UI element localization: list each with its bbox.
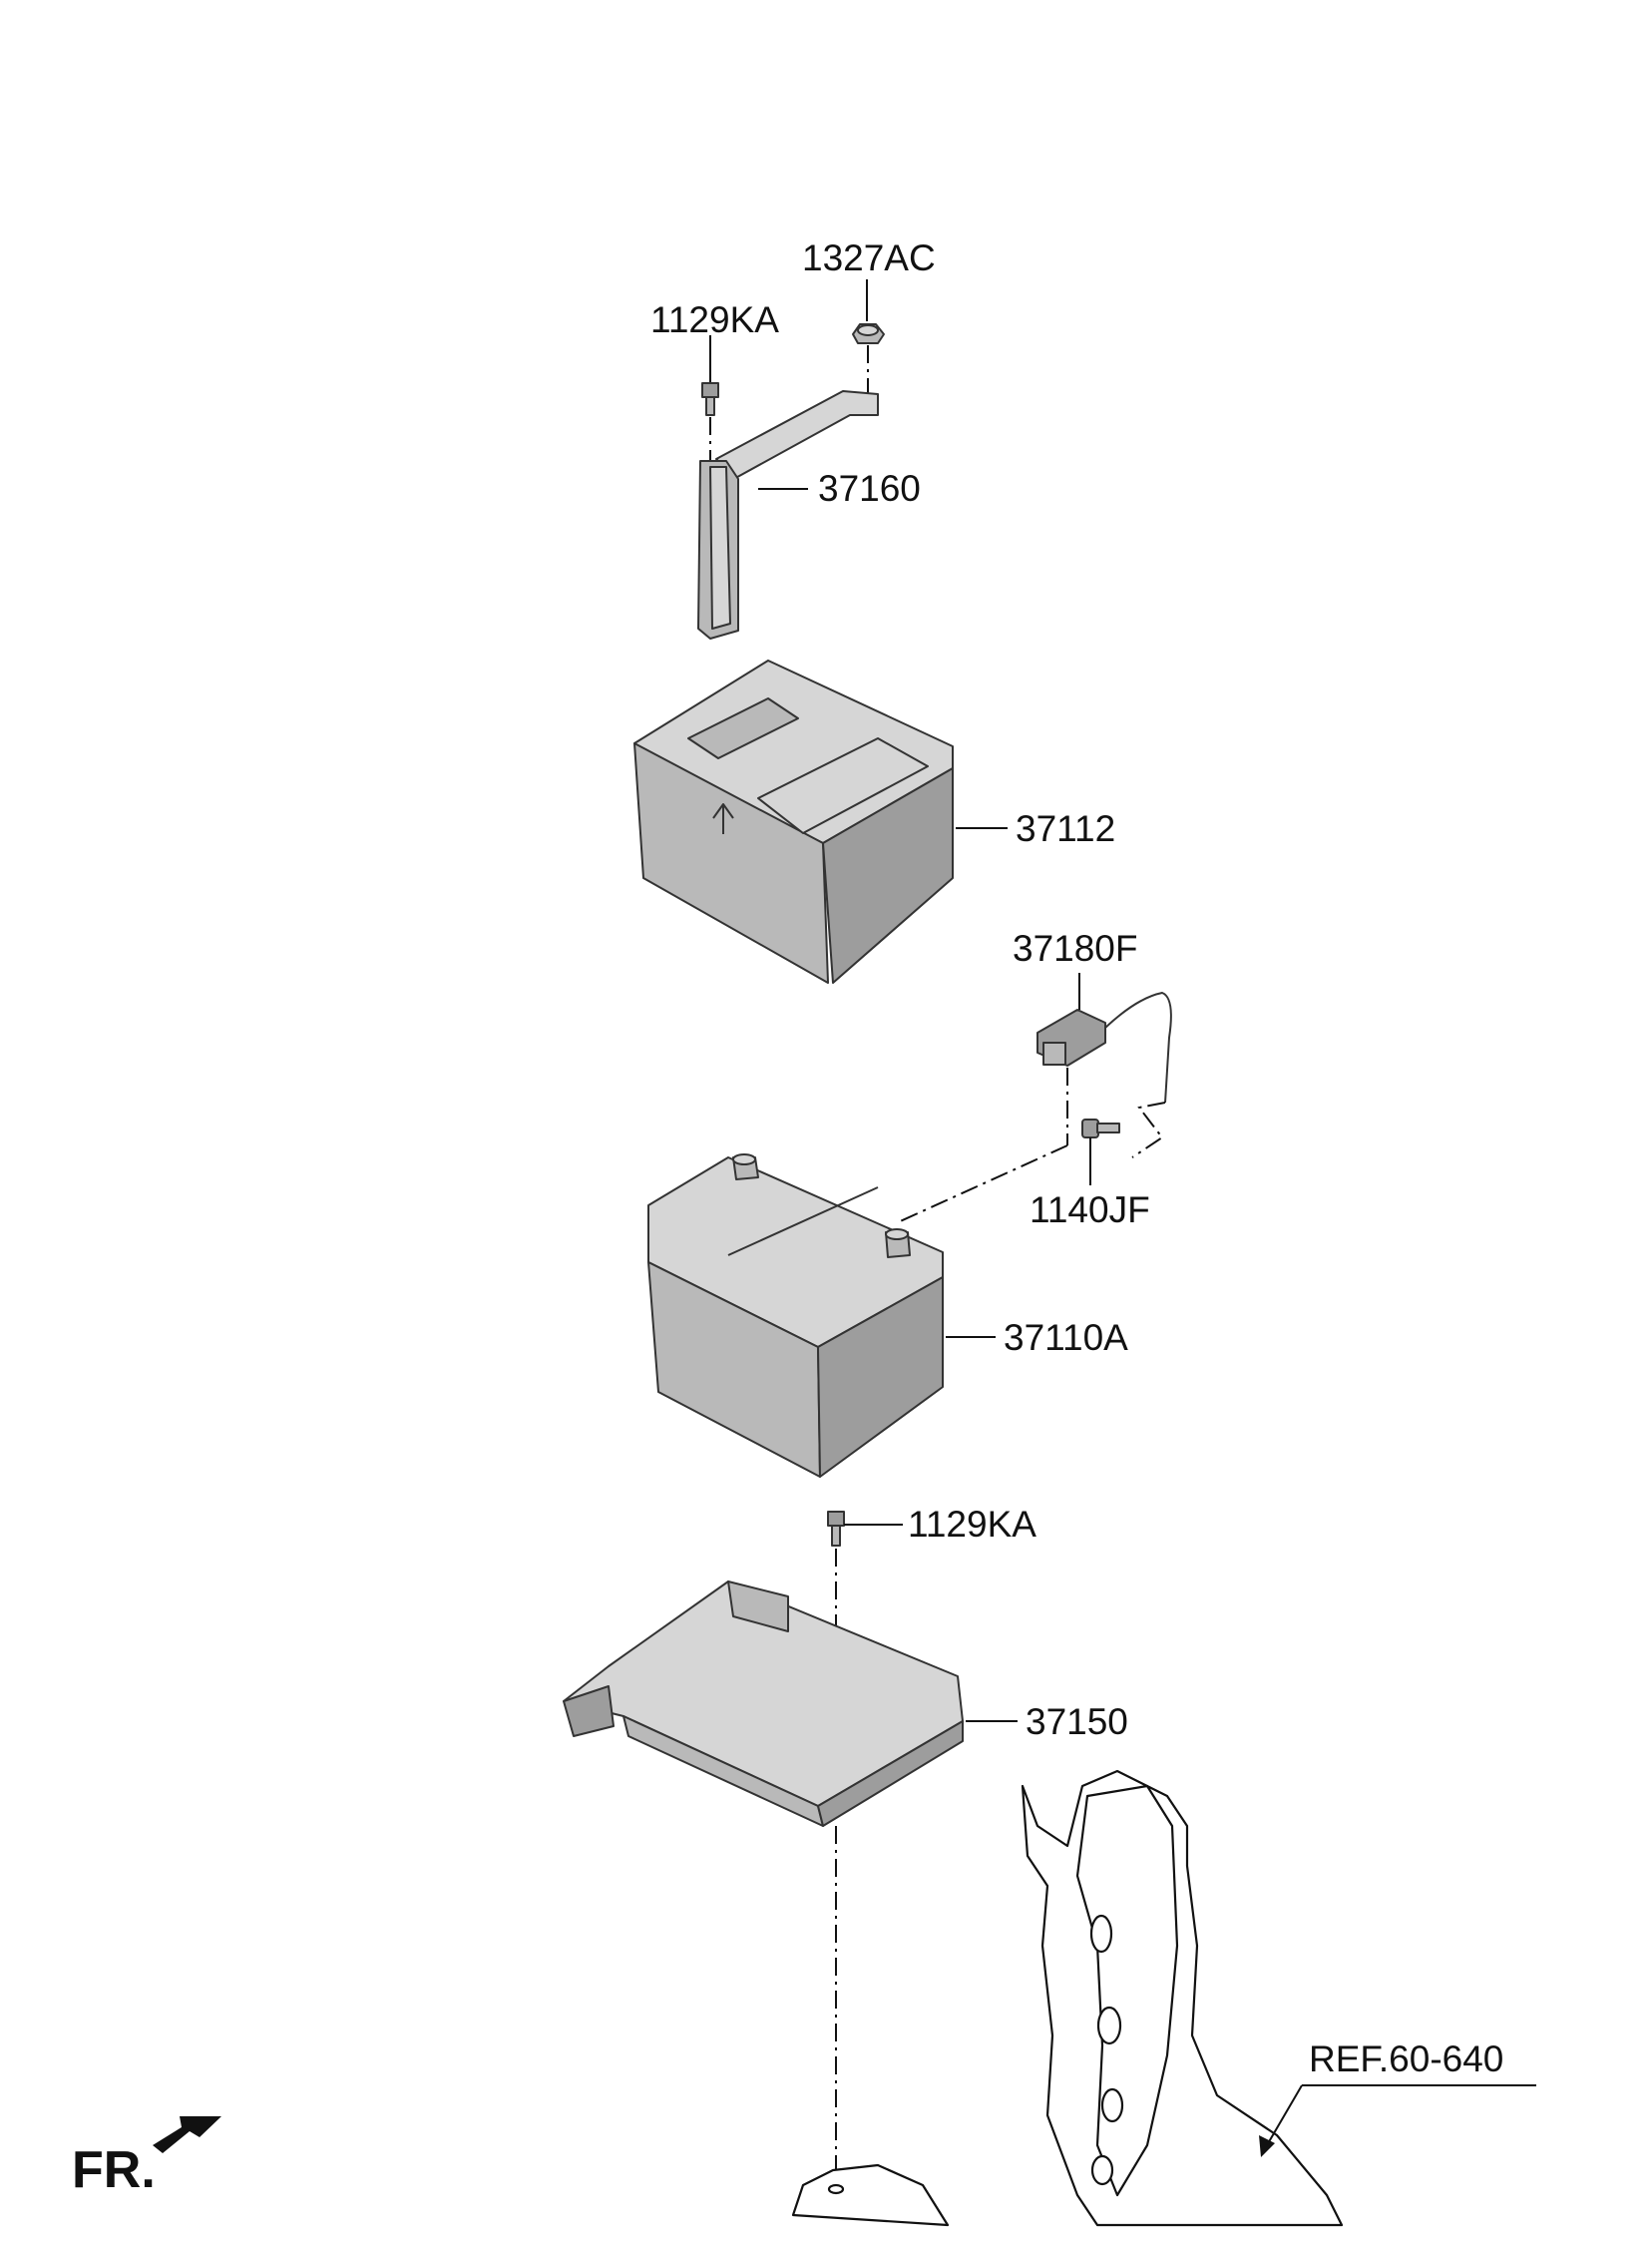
tray-37150[interactable] [563, 1580, 964, 2195]
ref-structure-60-640 [791, 1769, 1344, 2227]
cover-37112[interactable] [633, 660, 954, 984]
battery-37110a[interactable] [647, 1153, 944, 1478]
label-ref-60-640: REF.60-640 [1309, 2038, 1503, 2079]
front-arrow-icon [153, 2116, 221, 2153]
nut-1327ac[interactable] [852, 279, 885, 399]
ref-leader [1259, 2084, 1536, 2157]
label-1327ac: 1327AC [802, 237, 936, 278]
label-37180f: 37180F [1013, 928, 1138, 969]
bolt-1140jf[interactable] [1081, 1119, 1120, 1185]
label-37112: 37112 [1016, 808, 1115, 849]
front-indicator: FR. [72, 2141, 156, 2199]
label-37150: 37150 [1026, 1701, 1128, 1742]
sensor-37180f[interactable] [895, 973, 1172, 1224]
label-1129ka-top: 1129KA [650, 299, 779, 340]
label-37110a: 37110A [1004, 1317, 1128, 1358]
label-1129ka-bottom: 1129KA [908, 1504, 1036, 1545]
label-1140jf: 1140JF [1030, 1189, 1150, 1230]
bracket-37160[interactable] [697, 390, 879, 640]
label-37160: 37160 [818, 468, 921, 509]
